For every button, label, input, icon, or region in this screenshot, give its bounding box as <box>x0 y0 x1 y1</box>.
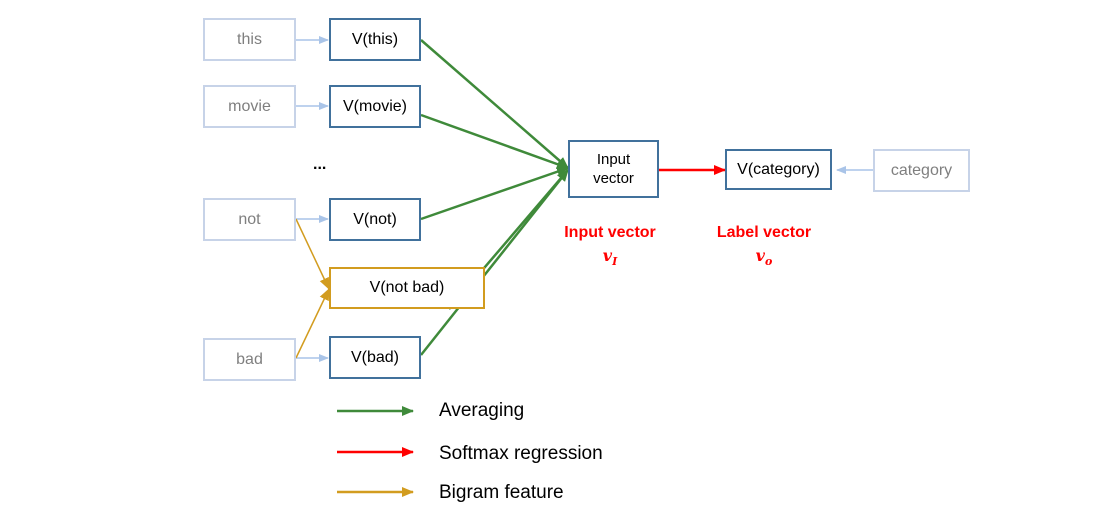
vector-box-bad: V(bad) <box>329 336 421 379</box>
vector-box-not-bad: V(not bad) <box>329 267 485 309</box>
avg-arrow-not <box>420 166 569 221</box>
input-vector-line1: Input <box>596 151 631 168</box>
ellipsis: ... <box>313 156 327 173</box>
bigram-arrow-not <box>295 218 330 290</box>
input-vector-box: Input vector <box>568 140 659 198</box>
word-box-this: this <box>203 18 296 61</box>
vector-box-category: V(category) <box>725 149 832 190</box>
vector-box-movie: V(movie) <box>329 85 421 128</box>
vector-box-not: V(not) <box>329 198 421 241</box>
word-box-movie: movie <box>203 85 296 128</box>
input-vector-symbol: vI <box>580 246 640 268</box>
label-symbol-subscript: o <box>764 255 773 269</box>
input-symbol-subscript: I <box>612 255 618 269</box>
label-vector-symbol: vo <box>734 246 794 268</box>
avg-arrow-bad <box>420 169 569 356</box>
input-vector-label: Input vector <box>564 224 656 241</box>
label-vector-label: Label vector <box>716 224 812 241</box>
word-box-bad: bad <box>203 338 296 381</box>
input-vector-line2: vector <box>593 170 634 187</box>
bigram-arrow-bad <box>295 288 330 359</box>
input-symbol-v: v <box>602 246 613 265</box>
legend-bigram: Bigram feature <box>439 482 564 503</box>
avg-arrow-movie <box>420 113 569 170</box>
label-symbol-v: v <box>755 246 765 265</box>
vector-box-this: V(this) <box>329 18 421 61</box>
avg-arrow-this <box>420 39 569 169</box>
word-box-category: category <box>873 149 970 192</box>
legend-softmax: Softmax regression <box>439 443 603 464</box>
legend-averaging: Averaging <box>439 400 525 421</box>
word-box-not: not <box>203 198 296 241</box>
